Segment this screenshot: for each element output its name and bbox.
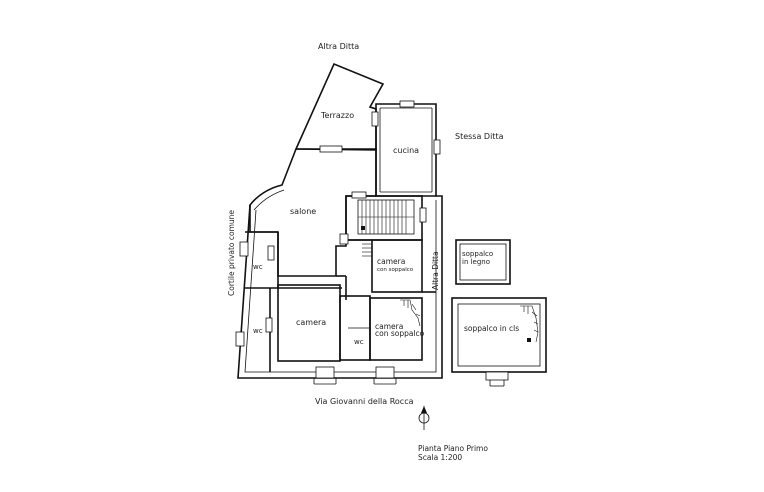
room-loft-wood-sub: in legno (462, 258, 490, 266)
neighbor-right-label: Stessa Ditta (455, 132, 504, 141)
room-kitchen: cucina (393, 146, 419, 155)
main-stairs (357, 199, 415, 257)
room-bedroom-loft-bottom-sub: con soppalco (375, 329, 425, 338)
room-bedroom-loft-bottom: camera (375, 322, 403, 331)
annex-wood-loft (455, 239, 511, 285)
stair-core-outline (345, 195, 423, 241)
outer-perimeter (237, 195, 443, 379)
annex-concrete-loft (451, 297, 547, 387)
windows (235, 100, 441, 385)
room-terrace: Terrazzo (320, 111, 354, 120)
terrace-outline (294, 62, 385, 151)
neighbor-right-vertical-label: Altra Ditta (431, 251, 440, 290)
north-arrow-icon (418, 406, 430, 430)
room-wc-left-bottom: wc (253, 327, 263, 335)
caption-scale: Scala 1:200 (418, 453, 462, 462)
annex-outline (451, 297, 547, 373)
room-bedroom-main: camera (296, 318, 326, 327)
room-loft-concrete: soppalco in cls (464, 324, 519, 333)
bedroom-loft-bottom-outline (369, 297, 423, 361)
room-wc-center: wc (354, 338, 364, 346)
courtyard-label: Cortile privato comune (227, 210, 236, 296)
caption-title: Pianta Piano Primo (418, 444, 488, 453)
room-living: salone (290, 207, 316, 216)
neighbor-top-label: Altra Ditta (318, 42, 359, 51)
room-bedroom-loft-top: camera (377, 257, 405, 266)
room-wc-left-top: wc (253, 263, 263, 271)
room-bedroom-loft-top-sub: con soppalco (377, 267, 414, 273)
room-loft-wood: soppalco (462, 250, 493, 258)
bedroom-loft-top-outline (371, 239, 423, 293)
loft-stairs-bottom (400, 299, 421, 327)
street-label: Via Giovanni della Rocca (315, 397, 414, 406)
